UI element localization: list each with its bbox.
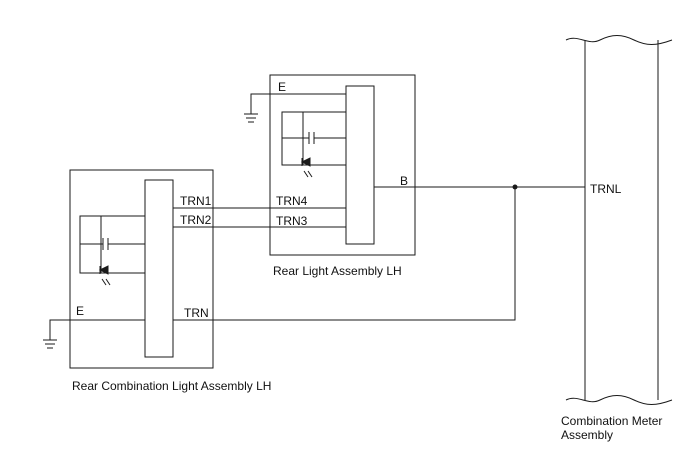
ground-symbol-rear-light	[244, 113, 258, 123]
rear-combination-assembly-title: Rear Combination Light Assembly LH	[72, 379, 271, 393]
rear-light-pin-trn3-label: TRN3	[276, 214, 308, 228]
capacitor-rear-light	[282, 132, 346, 144]
led-rear-light	[300, 157, 313, 178]
rear-light-connector-block	[345, 85, 375, 245]
led-rear-combination	[98, 265, 111, 286]
meter-title-line2: Assembly	[561, 428, 613, 442]
rear-combination-pin-e-label: E	[76, 304, 84, 318]
wire-junction-dot	[512, 184, 518, 190]
ground-symbol-rear-combination	[43, 319, 145, 349]
rear-combination-pin-trn2-label: TRN2	[180, 213, 212, 227]
combination-meter-body	[565, 35, 673, 405]
rear-combination-pin-trn1-label: TRN1	[180, 194, 212, 208]
rear-light-pin-b-label: B	[400, 174, 408, 188]
rear-light-assembly	[250, 74, 416, 256]
rear-light-pin-e-label: E	[278, 80, 286, 94]
rear-light-assembly-title: Rear Light Assembly LH	[273, 264, 402, 278]
meter-title-line1: Combination Meter	[561, 414, 662, 428]
rear-light-pin-trn4-label: TRN4	[276, 194, 308, 208]
capacitor-rear-combination	[80, 238, 145, 250]
rear-combination-pin-trn-label: TRN	[184, 306, 209, 320]
wire-trn-junction	[173, 187, 516, 321]
rear-combination-connector-block	[144, 179, 174, 358]
meter-pin-trnl-label: TRNL	[590, 182, 622, 196]
